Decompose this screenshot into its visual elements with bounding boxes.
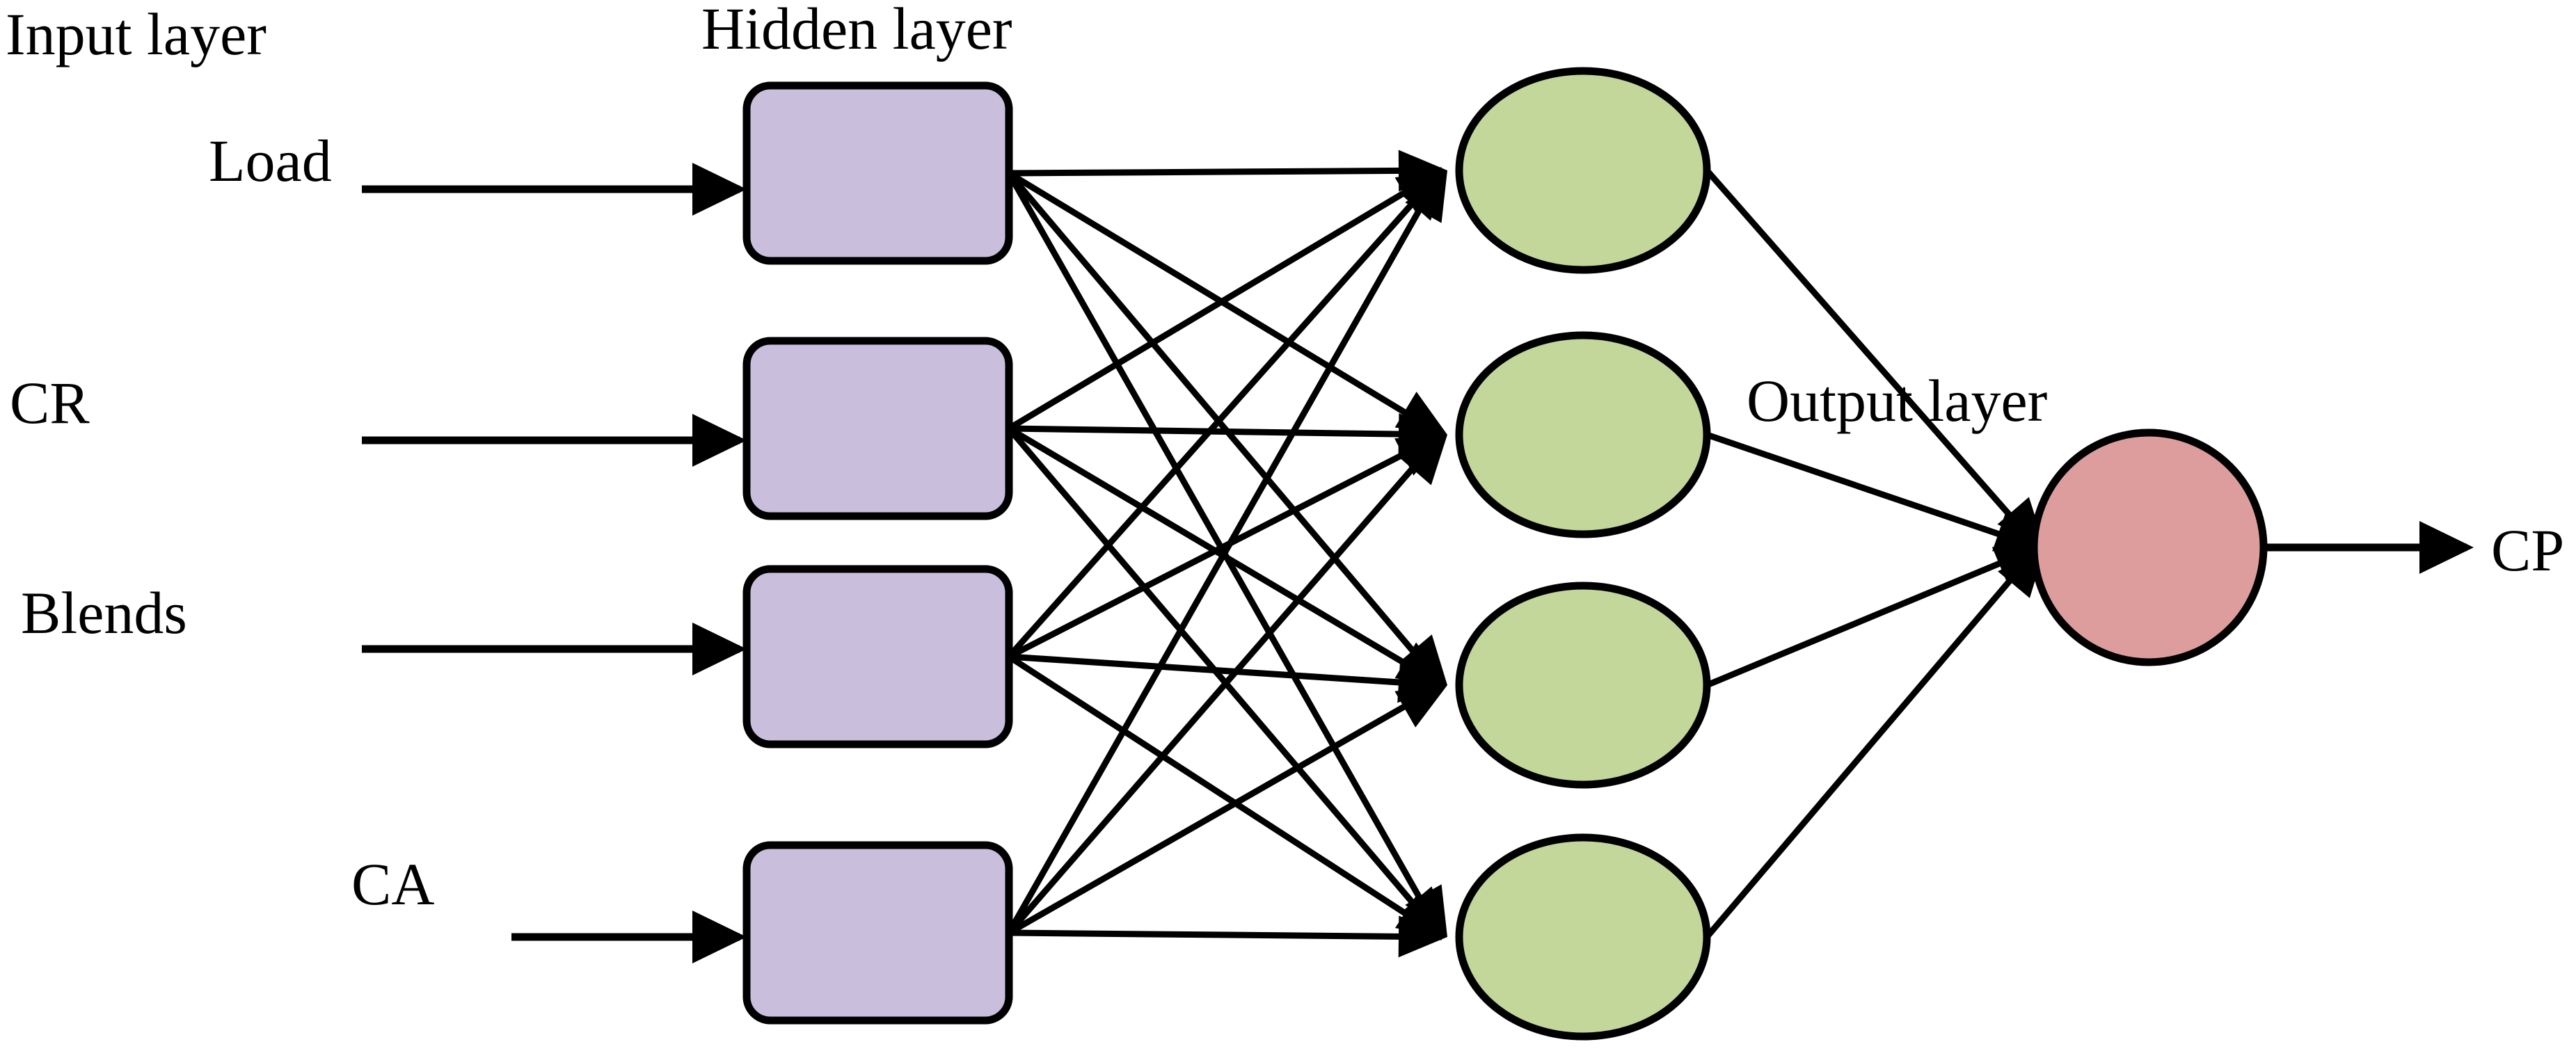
- input-layer-label: Input layer: [6, 1, 267, 67]
- edge-node1-to-output: [1704, 168, 2041, 550]
- input-arrow-group: [362, 163, 747, 963]
- input-label-ca: CA: [351, 851, 434, 917]
- hidden-node-group: [1455, 67, 1711, 1041]
- edge-box2-to-node1: [1007, 168, 1444, 431]
- edge-box2-to-node2: [1008, 425, 1442, 438]
- arrowhead-into-node3-from-box4: [1394, 685, 1447, 728]
- hidden-box-group: [742, 81, 1013, 1025]
- input-arrowhead-2: [692, 414, 747, 467]
- arrowhead-into-node1-from-box4: [1405, 170, 1447, 223]
- output-layer-label: Output layer: [1747, 367, 2047, 434]
- hidden-layer-node-1: [1455, 67, 1711, 274]
- output-node-group: [2030, 428, 2268, 666]
- output-layer-node: [2030, 428, 2268, 666]
- arrowhead-into-node2-from-box4: [1399, 435, 1447, 486]
- input-arrowhead-1: [692, 163, 747, 216]
- edge-box3-to-node1: [1006, 168, 1445, 659]
- edge-box1-to-node2: [1007, 170, 1444, 438]
- box-to-node-edge-group: [1006, 150, 1447, 958]
- edge-box4-to-node1: [1006, 168, 1445, 935]
- edge-node2-to-output: [1706, 431, 2040, 551]
- edge-box1-to-node1: [1008, 167, 1442, 177]
- edge-box4-to-node4: [1008, 929, 1442, 940]
- hidden-layer-box-3: [742, 565, 1013, 748]
- arrowhead-into-node4-from-box4: [1398, 915, 1447, 958]
- hidden-layer-box-4: [742, 841, 1013, 1025]
- edge-node3-to-output: [1706, 544, 2040, 689]
- input-arrowhead-4: [692, 911, 747, 963]
- edge-box3-to-node3: [1008, 653, 1442, 689]
- input-label-cr: CR: [10, 369, 90, 436]
- hidden-layer-node-3: [1455, 582, 1711, 789]
- node-to-output-edge-group: [1704, 168, 2045, 939]
- input-arrowhead-3: [692, 623, 747, 675]
- edge-box4-to-node3: [1007, 682, 1444, 936]
- edge-box4-to-node2: [1006, 433, 1445, 935]
- hidden-layer-box-2: [742, 337, 1013, 520]
- input-label-load: Load: [209, 127, 332, 194]
- input-label-blends: Blends: [21, 579, 187, 646]
- output-label-cp: CP: [2491, 517, 2564, 584]
- hidden-layer-node-4: [1455, 833, 1711, 1041]
- hidden-layer-node-2: [1455, 331, 1711, 538]
- edge-box3-to-node4: [1007, 654, 1444, 940]
- hidden-layer-box-1: [742, 81, 1013, 265]
- hidden-layer-label: Hidden layer: [701, 0, 1012, 62]
- output-arrow-group: [2264, 521, 2474, 574]
- output-arrowhead: [2419, 521, 2474, 574]
- edge-node4-to-output: [1704, 545, 2041, 939]
